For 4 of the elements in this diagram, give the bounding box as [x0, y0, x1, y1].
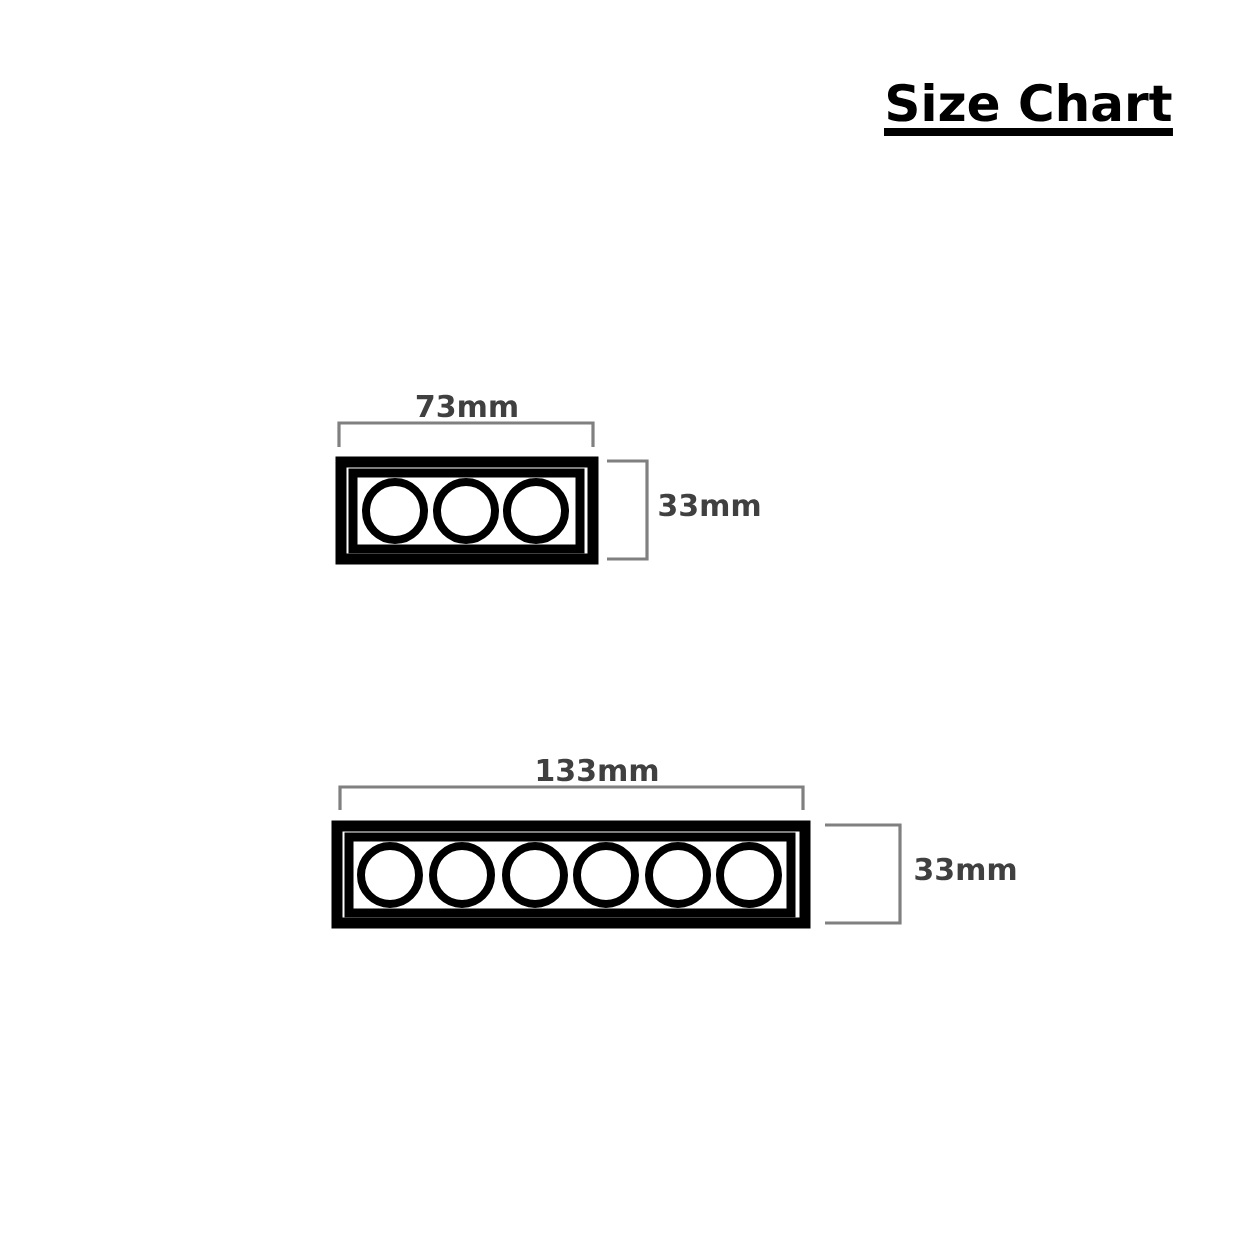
dimension-label: 33mm	[915, 857, 1016, 881]
dimension-label: 33mm	[659, 493, 760, 517]
dimension-label: 133mm	[537, 758, 658, 782]
dimension-label: 73mm	[416, 394, 517, 418]
